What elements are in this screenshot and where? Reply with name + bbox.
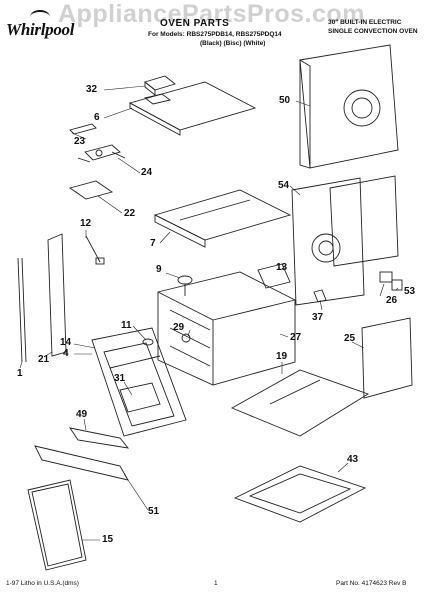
callout-23: 23	[74, 136, 86, 147]
callout-12: 12	[80, 218, 92, 229]
product-line-2: SINGLE CONVECTION OVEN	[328, 28, 418, 35]
part-15-gasket	[27, 479, 87, 571]
callout-43: 43	[347, 454, 359, 465]
door-frame	[91, 327, 187, 437]
callout-31: 31	[114, 373, 126, 384]
callout-49: 49	[76, 409, 88, 420]
part-9-element	[177, 275, 193, 296]
model-line: For Models: RBS275PDB14, RBS275PDQ14	[148, 31, 282, 38]
part-11-light	[142, 338, 154, 346]
callout-4: 4	[63, 348, 69, 359]
callout-14: 14	[60, 337, 72, 348]
part-13-terminal-block	[257, 263, 291, 289]
product-line-1: 30" BUILT-IN ELECTRIC	[328, 19, 402, 26]
part-1-rod	[17, 257, 27, 363]
callout-24: 24	[141, 167, 153, 178]
footer-part-number: Part No. 4174623 Rev B	[336, 580, 407, 587]
callout-15: 15	[102, 534, 114, 545]
part-50-rear-panel	[299, 44, 399, 169]
leader-lines	[19, 85, 399, 541]
brand-logo: Whirlpool	[6, 20, 75, 39]
callout-9: 9	[156, 264, 162, 275]
part-37-clip	[313, 289, 327, 303]
callout-11: 11	[121, 320, 132, 331]
callout-53: 53	[404, 286, 416, 297]
callout-50: 50	[279, 95, 291, 106]
part-31-window	[119, 382, 161, 413]
part-24-switch-assembly	[77, 144, 126, 163]
part-51-handle	[34, 445, 129, 481]
part-49-handle-trim	[69, 427, 130, 449]
callout-6: 6	[94, 112, 100, 123]
footer-page-number: 1	[214, 580, 218, 587]
part-21-side-trim	[47, 233, 67, 357]
callout-32: 32	[86, 84, 98, 95]
part-29-fan	[181, 333, 191, 343]
logo-swoosh-icon	[30, 10, 50, 24]
part-7-shield	[153, 189, 292, 248]
callout-29: 29	[173, 322, 185, 333]
part-26-53-brackets	[379, 271, 403, 291]
callout-7: 7	[150, 238, 156, 249]
part-12-sensor	[85, 235, 105, 265]
part-54-convection-panel	[291, 175, 399, 306]
part-43-broiler-pan	[233, 465, 367, 523]
callout-19: 19	[276, 351, 288, 362]
watermark: AppliancePartsPros.com	[58, 0, 365, 28]
part-23-bracket	[69, 123, 97, 135]
callout-21: 21	[38, 354, 50, 365]
part-6-top-panel	[128, 81, 257, 136]
callout-37: 37	[312, 312, 324, 323]
callout-54: 54	[278, 180, 290, 191]
callout-51: 51	[148, 506, 160, 517]
part-32-control-box	[144, 75, 176, 96]
callout-13: 13	[276, 262, 288, 273]
part-25-side-panel	[361, 317, 413, 399]
callout-26: 26	[386, 295, 398, 306]
callout-22: 22	[124, 208, 136, 219]
callout-25: 25	[344, 333, 356, 344]
footer-litho: 1-97 Litho in U.S.A.(dms)	[6, 580, 79, 587]
color-line: (Black) (Bisc) (White)	[200, 40, 266, 47]
part-22-plate	[68, 180, 114, 200]
section-title: OVEN PARTS	[160, 18, 230, 29]
product-description: 30" BUILT-IN ELECTRIC SINGLE CONVECTION …	[328, 18, 418, 36]
part-19-rack	[230, 369, 370, 437]
callout-1: 1	[17, 368, 23, 379]
callout-27: 27	[290, 332, 302, 343]
